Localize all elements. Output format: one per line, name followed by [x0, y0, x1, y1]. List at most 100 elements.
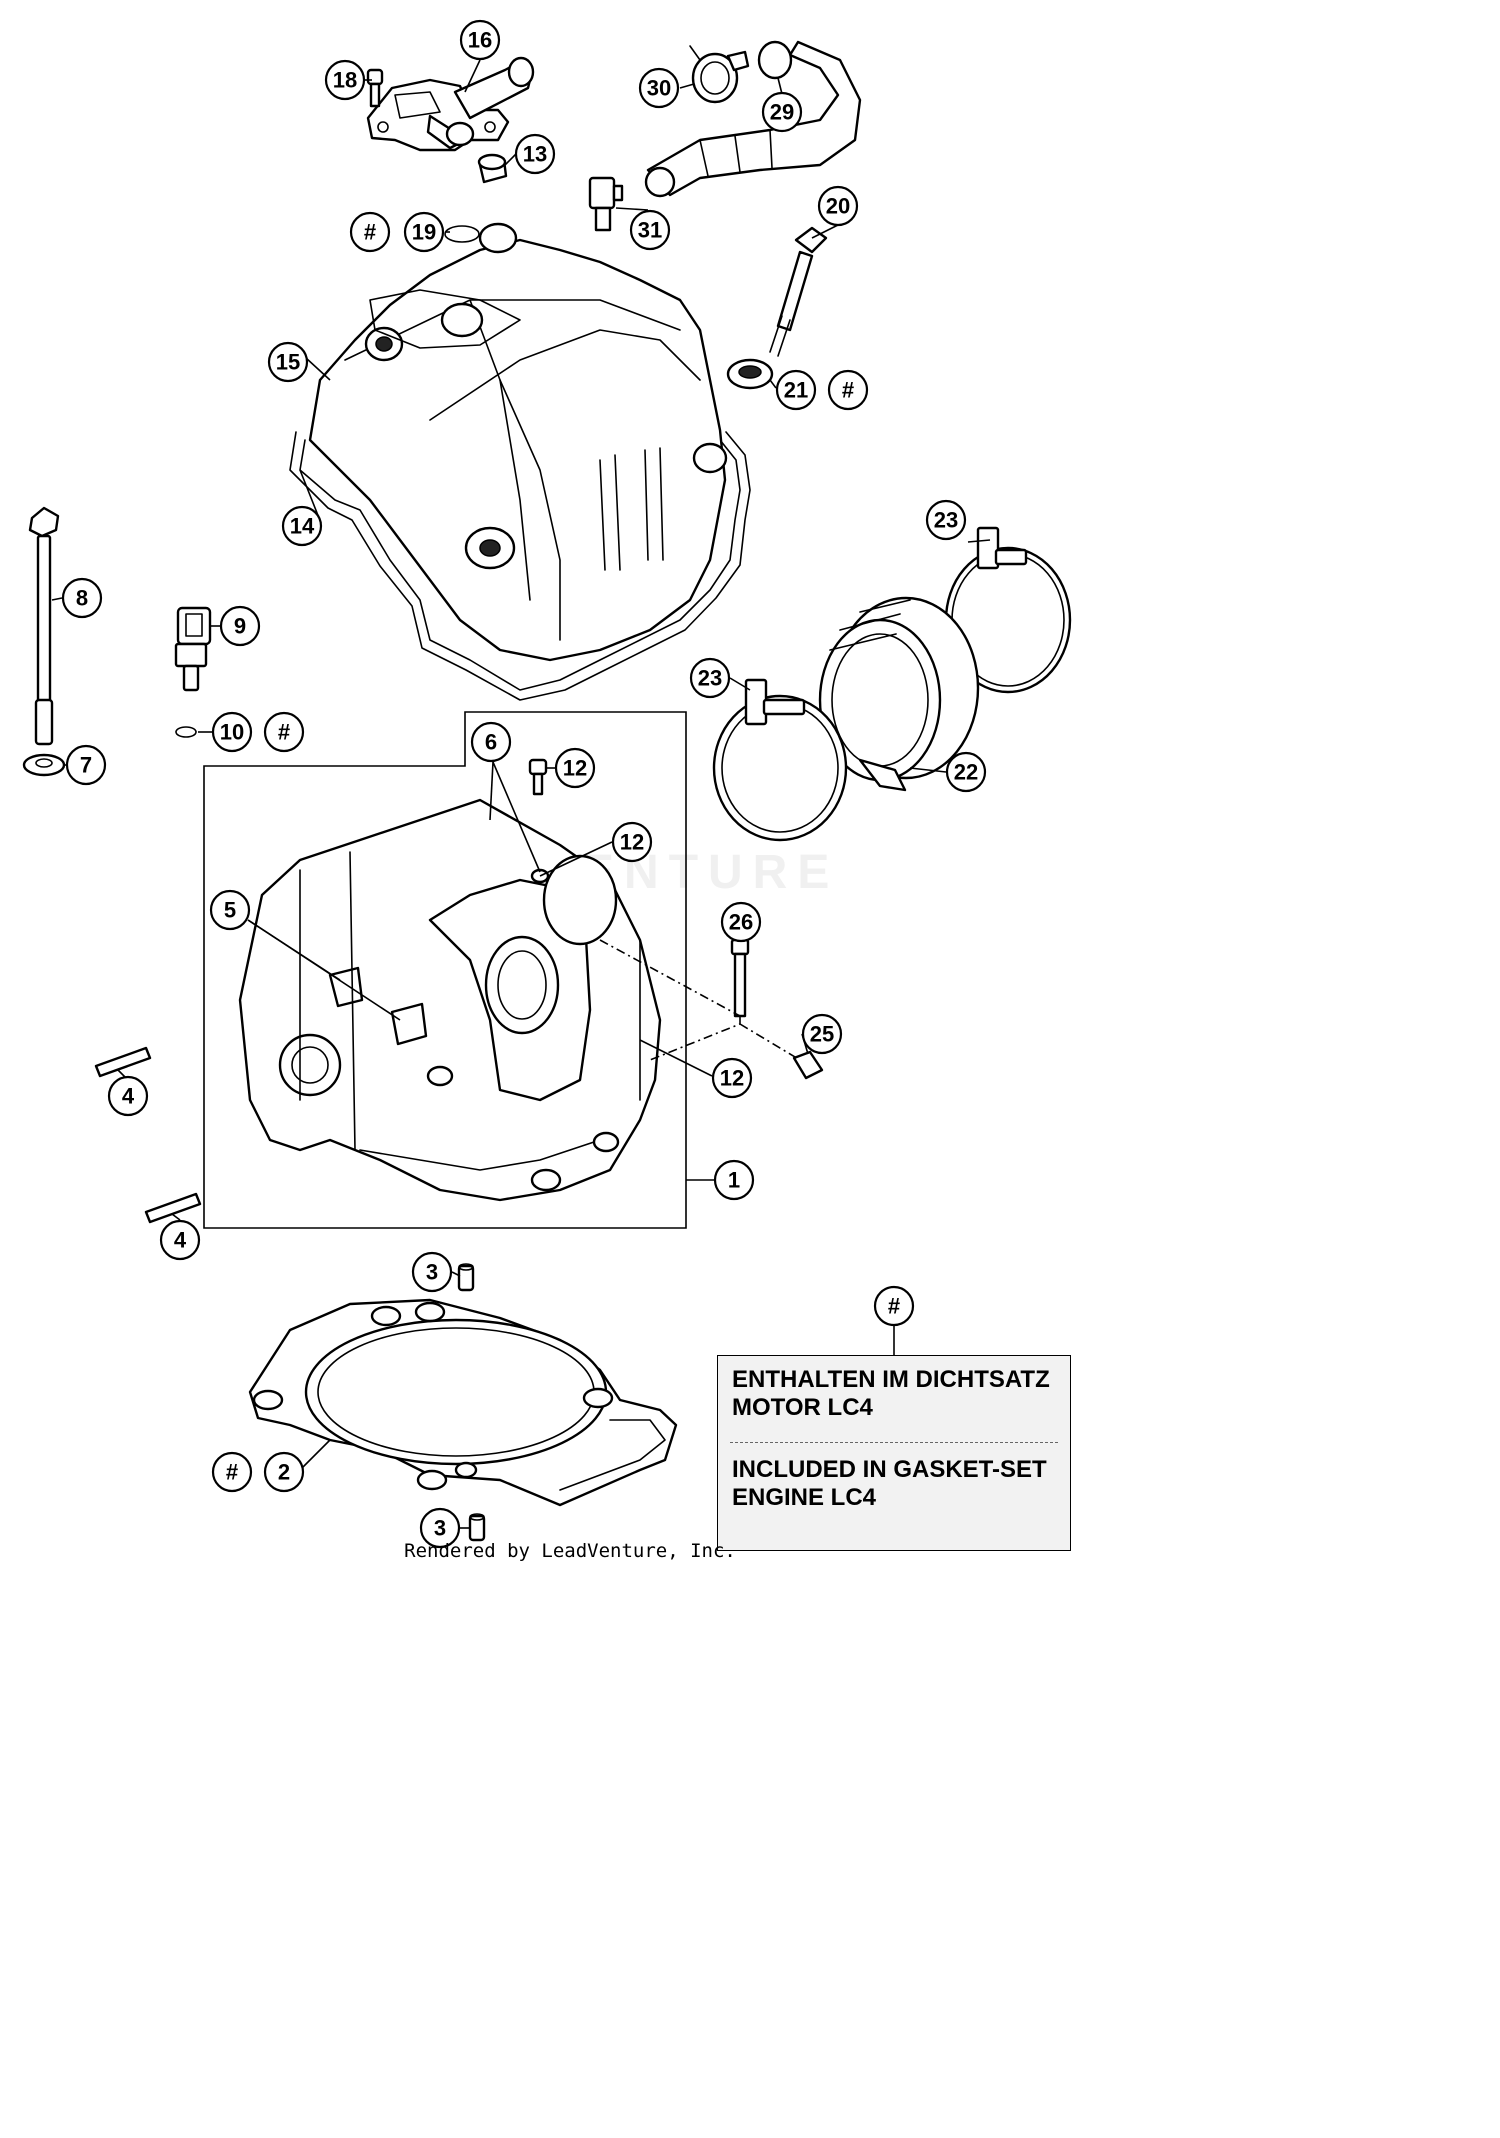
svg-text:#: #: [278, 720, 290, 745]
callout-19-hash: #: [349, 211, 391, 253]
svg-text:23: 23: [934, 508, 958, 533]
note-german-text: ENTHALTEN IM DICHTSATZ MOTOR LC4: [732, 1366, 1050, 1421]
bolt-26-part: [730, 938, 750, 1018]
svg-text:3: 3: [426, 1260, 438, 1285]
dowel-pin-4-upper-part: [94, 1046, 152, 1078]
cylinder-head-group-frame: [203, 711, 687, 1229]
bolt-20-part: [769, 226, 828, 357]
render-credit: Rendered by LeadVenture, Inc.: [404, 1540, 736, 1562]
dowel-sleeve-3-lower-part: [468, 1513, 486, 1542]
svg-text:26: 26: [729, 910, 753, 935]
callout-15: 15: [267, 341, 309, 383]
svg-text:14: 14: [290, 514, 315, 539]
callout-14: 14: [281, 505, 323, 547]
callout-9: 9: [219, 605, 261, 647]
assembly-line-12-26: [599, 939, 741, 1017]
svg-text:7: 7: [80, 753, 92, 778]
callout-16: 16: [459, 19, 501, 61]
callout-12-a: 12: [554, 747, 596, 789]
plug-13-part: [477, 153, 508, 184]
svg-text:9: 9: [234, 614, 246, 639]
intake-rubber-22-part: [818, 596, 980, 792]
svg-text:4: 4: [174, 1228, 187, 1253]
svg-text:4: 4: [122, 1084, 135, 1109]
callout-18: 18: [324, 59, 366, 101]
callout-3-b: 3: [419, 1507, 461, 1549]
callout-26: 26: [720, 901, 762, 943]
svg-text:29: 29: [770, 100, 794, 125]
svg-text:30: 30: [647, 76, 671, 101]
temperature-sensor-9-part: [174, 606, 212, 692]
callout-note-hash: #: [873, 1285, 915, 1327]
note-english-text: INCLUDED IN GASKET-SET ENGINE LC4: [732, 1456, 1047, 1511]
head-gasket-2-part: [248, 1298, 678, 1507]
callout-31: 31: [629, 209, 671, 251]
assembly-line-26-25: [649, 1016, 801, 1061]
svg-text:16: 16: [468, 28, 492, 53]
callout-2: 2: [263, 1451, 305, 1493]
gasket-set-note-box: ENTHALTEN IM DICHTSATZ MOTOR LC4 INCLUDE…: [717, 1355, 1071, 1551]
callout-6: 6: [470, 721, 512, 763]
callout-8: 8: [61, 577, 103, 619]
svg-text:13: 13: [523, 142, 547, 167]
callout-1: 1: [713, 1159, 755, 1201]
svg-text:8: 8: [76, 586, 88, 611]
svg-text:6: 6: [485, 730, 497, 755]
callout-23-upper: 23: [925, 499, 967, 541]
thermostat-housing-part: [366, 56, 535, 152]
parts-diagram: VENTURE: [22, 19, 1072, 1549]
svg-text:#: #: [888, 1294, 900, 1319]
fitting-25-part: [792, 1050, 824, 1080]
callout-7: 7: [65, 744, 107, 786]
callout-13: 13: [514, 133, 556, 175]
valve-cover-15-part: [308, 222, 728, 662]
svg-text:22: 22: [954, 760, 978, 785]
callout-20: 20: [817, 185, 859, 227]
callout-21: 21: [775, 369, 817, 411]
valve-cover-gasket-14-part: [289, 414, 751, 701]
hose-clamp-30-part: [689, 45, 750, 104]
svg-text:10: 10: [220, 720, 244, 745]
long-bolt-8-part: [28, 506, 60, 746]
o-ring-19-part: [444, 225, 480, 243]
callout-2-hash: #: [211, 1451, 253, 1493]
svg-text:18: 18: [333, 68, 357, 93]
svg-text:1: 1: [728, 1168, 740, 1193]
svg-text:25: 25: [810, 1022, 834, 1047]
o-ring-10-part: [175, 726, 197, 738]
screw-12-top-part: [528, 758, 548, 796]
svg-text:12: 12: [563, 756, 587, 781]
seal-washer-21-part: [726, 358, 774, 390]
callout-4-a: 4: [107, 1075, 149, 1117]
svg-text:21: 21: [784, 378, 808, 403]
hose-29-part: [644, 40, 862, 198]
svg-text:20: 20: [826, 194, 850, 219]
hose-clamp-23-upper-part: [944, 526, 1072, 694]
note-divider: [730, 1442, 1058, 1443]
svg-text:15: 15: [276, 350, 300, 375]
cylinder-head-1-part: [238, 798, 662, 1202]
callout-19: 19: [403, 211, 445, 253]
callout-10: 10: [211, 711, 253, 753]
dowel-sleeve-3-upper-part: [457, 1263, 475, 1292]
sensor-31-part: [588, 176, 624, 232]
svg-text:#: #: [842, 378, 854, 403]
callout-30: 30: [638, 67, 680, 109]
callout-12-b: 12: [611, 821, 653, 863]
callout-23-lower: 23: [689, 657, 731, 699]
leader-lines: [51, 59, 991, 1529]
dowel-pin-4-lower-part: [144, 1192, 202, 1224]
callout-22: 22: [945, 751, 987, 793]
callout-29: 29: [761, 91, 803, 133]
svg-text:31: 31: [638, 218, 662, 243]
svg-text:12: 12: [620, 830, 644, 855]
svg-text:19: 19: [412, 220, 436, 245]
callout-10-hash: #: [263, 711, 305, 753]
svg-text:2: 2: [278, 1460, 290, 1485]
callout-25: 25: [801, 1013, 843, 1055]
callout-3-a: 3: [411, 1251, 453, 1293]
callout-21-hash: #: [827, 369, 869, 411]
svg-text:#: #: [364, 220, 376, 245]
hose-clamp-23-lower-part: [712, 678, 848, 842]
callout-12-c: 12: [711, 1057, 753, 1099]
